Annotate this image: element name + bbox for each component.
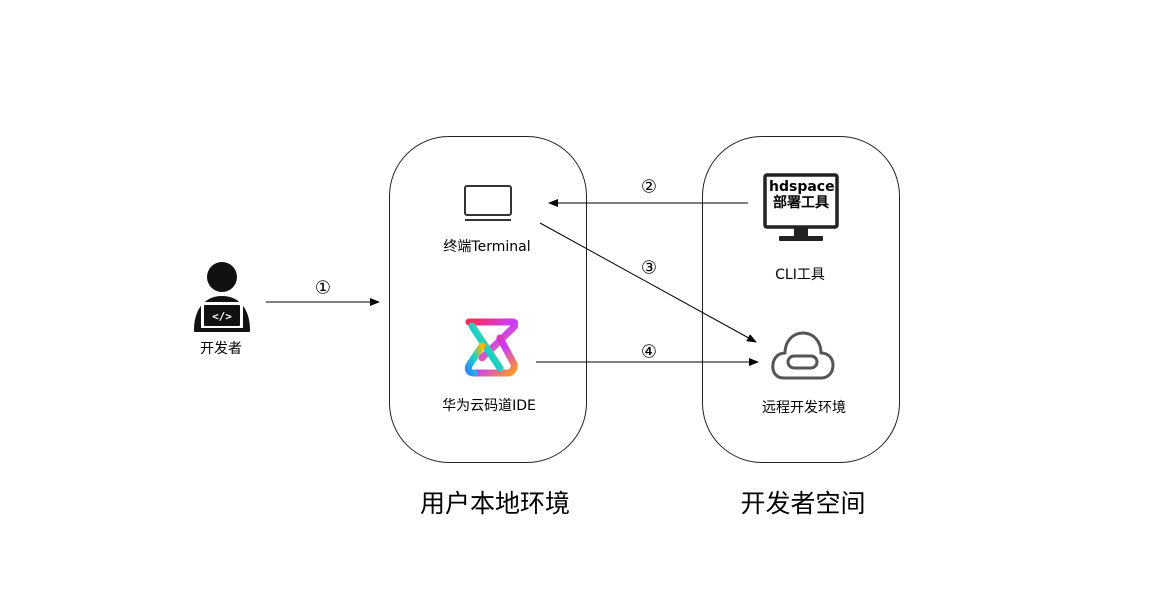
cloud-icon: [771, 331, 835, 380]
codearts-ide-logo: [464, 318, 518, 377]
cli-screen-line1: hdspace: [769, 179, 835, 195]
step-3-number: ③: [640, 257, 658, 279]
cli-screen-text: hdspace 部署工具: [769, 179, 835, 211]
step-2-number: ②: [640, 176, 658, 198]
step-4-number: ④: [640, 341, 658, 363]
developer-label: 开发者: [200, 341, 242, 357]
ide-label: 华为云码道IDE: [442, 398, 536, 414]
terminal-label: 终端Terminal: [443, 239, 531, 255]
step-1-number: ①: [314, 277, 332, 299]
local-environment-container: [389, 136, 587, 463]
remote-env-label: 远程开发环境: [762, 400, 846, 416]
cli-screen-line2: 部署工具: [773, 195, 829, 211]
local-environment-caption: 用户本地环境: [419, 489, 571, 518]
developer-laptop-icon: </>: [194, 262, 250, 332]
arrow-step-3: [539, 222, 757, 343]
desktop-monitor-icon: [763, 173, 839, 241]
svg-text:</>: </>: [212, 310, 232, 323]
monitor-icon: [464, 185, 512, 221]
developer-space-caption: 开发者空间: [740, 489, 866, 518]
cli-label: CLI工具: [775, 267, 825, 283]
